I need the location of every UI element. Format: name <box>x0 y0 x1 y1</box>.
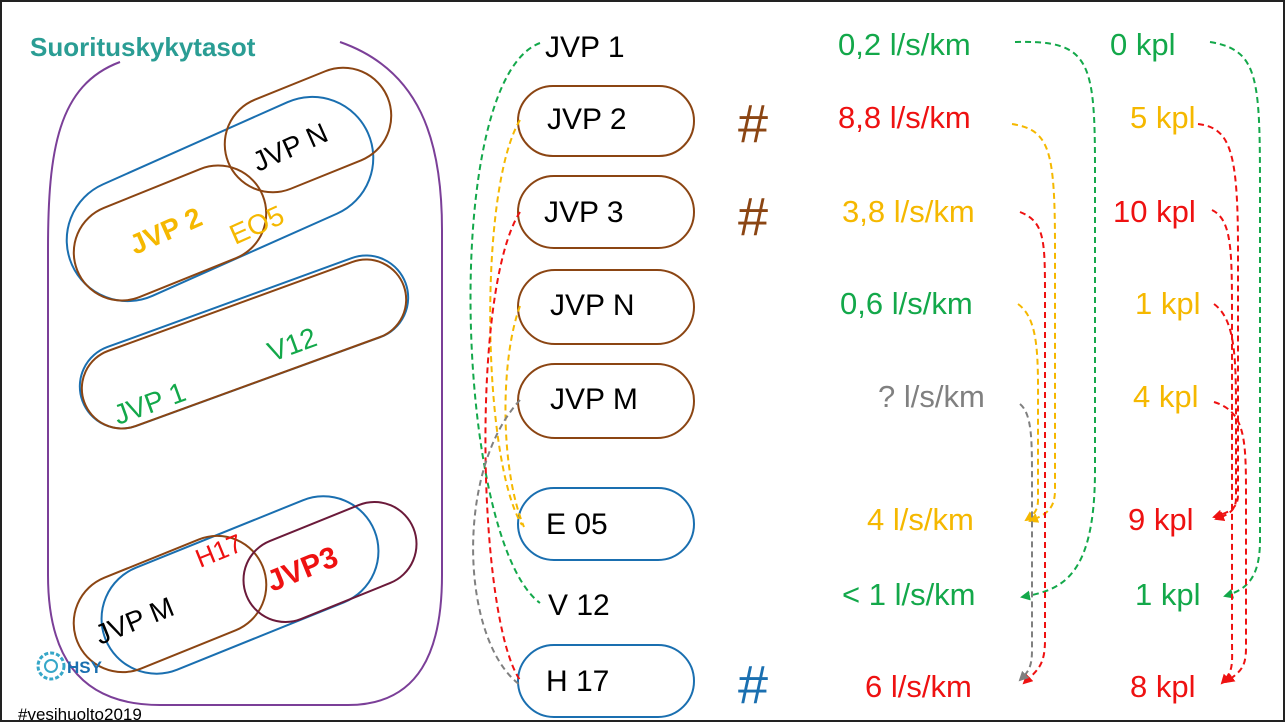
rate-jvp3: 3,8 l/s/km <box>842 194 975 229</box>
rate-jvpn: 0,6 l/s/km <box>840 286 973 321</box>
cluster-eo5-outline <box>65 95 375 303</box>
cluster-jvpn-outline <box>223 66 393 194</box>
count-jvpn: 1 kpl <box>1135 286 1200 321</box>
cluster-label-jvp3: JVP3 <box>262 540 342 598</box>
connector-jvp1-v12 <box>469 42 541 604</box>
connector-count-jvpm-h17 <box>1213 401 1247 684</box>
cluster-label-jvp2: JVP 2 <box>125 201 207 260</box>
hsy-logo: HSY <box>36 651 103 681</box>
cluster-label-jvpn: JVP N <box>248 117 333 177</box>
page-title: Suorituskykytasot <box>30 32 256 62</box>
connector-count-jvp3-h17 <box>1211 209 1234 685</box>
box-label-e05: E 05 <box>546 508 608 541</box>
cluster-jvpm-outline <box>72 534 268 674</box>
box-label-h17: H 17 <box>546 665 609 698</box>
connector-rate-jvp3-h17 <box>1019 211 1046 685</box>
connector-rate-jvpn-e05 <box>1017 303 1040 522</box>
hash-mark-h17: # <box>738 655 768 715</box>
rate-e05: 4 l/s/km <box>867 502 974 537</box>
connector-rate-jvp1-v12 <box>1014 40 1096 601</box>
rate-jvp2: 8,8 l/s/km <box>838 100 971 135</box>
box-label-jvp3: JVP 3 <box>544 196 624 229</box>
count-jvp2: 5 kpl <box>1130 100 1195 135</box>
rate-h17: 6 l/s/km <box>865 669 972 704</box>
connector-jvp3-h17 <box>484 211 521 681</box>
cluster-jvp3-outline <box>242 501 418 623</box>
hash-mark-jvp3: # <box>738 187 768 247</box>
box-jvp3 <box>517 175 695 249</box>
box-jvp2 <box>517 85 695 157</box>
rate-v12: < 1 l/s/km <box>842 577 976 612</box>
hsy-logo-text: HSY <box>67 658 103 677</box>
cluster-jvp2-outline <box>72 164 268 302</box>
rate-jvpm: ? l/s/km <box>878 379 985 414</box>
count-h17: 8 kpl <box>1130 669 1195 704</box>
connector-rate-jvpm-h17 <box>1018 403 1033 682</box>
hashtag-footer: #vesihuolto2019 <box>18 705 142 722</box>
connector-count-jvp2-e05 <box>1197 123 1239 520</box>
box-e05 <box>517 487 695 561</box>
count-jvp1: 0 kpl <box>1110 27 1175 62</box>
box-h17 <box>517 644 695 718</box>
count-jvpm: 4 kpl <box>1133 379 1198 414</box>
row-label-v12: V 12 <box>548 589 610 622</box>
box-label-jvp2: JVP 2 <box>547 103 627 136</box>
connector-jvp2-e05 <box>489 119 523 526</box>
connector-count-jvp1-v12 <box>1209 41 1261 599</box>
cluster-jvp1-outline <box>80 258 408 430</box>
box-label-jvpn: JVP N <box>550 289 634 322</box>
row-label-jvp1: JVP 1 <box>545 31 625 64</box>
cluster-label-h17: H17 <box>191 528 246 574</box>
performance-levels-container <box>47 41 443 706</box>
hash-mark-jvp2: # <box>738 94 768 154</box>
count-v12: 1 kpl <box>1135 577 1200 612</box>
cluster-h17-outline <box>100 495 380 675</box>
connector-jvpn-e05 <box>504 305 525 528</box>
connector-jvpm-h17 <box>472 399 521 686</box>
count-e05: 9 kpl <box>1128 502 1193 537</box>
connector-count-jvpn-e05 <box>1213 303 1237 522</box>
box-label-jvpm: JVP M <box>550 383 638 416</box>
box-jvpn <box>517 269 695 345</box>
cluster-label-jvp1: JVP 1 <box>109 376 189 431</box>
count-jvp3: 10 kpl <box>1113 194 1196 229</box>
rate-jvp1: 0,2 l/s/km <box>838 27 971 62</box>
connector-rate-jvp2-e05 <box>1011 123 1056 523</box>
hsy-logo-icon <box>36 651 66 681</box>
